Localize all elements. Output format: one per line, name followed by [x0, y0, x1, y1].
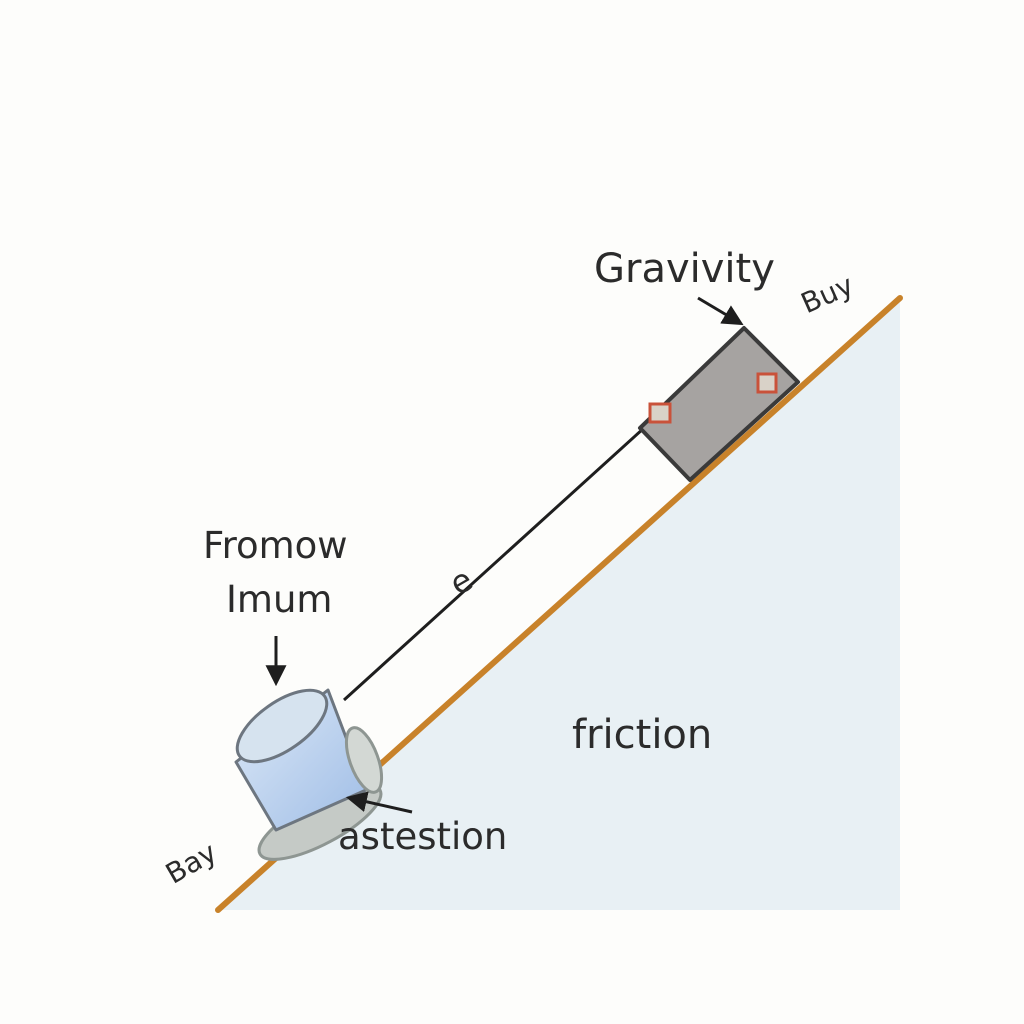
box-block: [638, 326, 800, 482]
gravity-label: Gravivity: [594, 246, 775, 292]
astestion-label: astestion: [338, 815, 508, 858]
box-marker-left: [648, 402, 672, 424]
rope: [342, 426, 646, 702]
box-marker-right: [756, 372, 778, 394]
imum-label: Imum: [226, 578, 333, 621]
fromow-label: Fromow: [203, 524, 348, 567]
gravity-arrow: [697, 296, 744, 326]
astestion-arrow: [345, 791, 413, 814]
friction-label: friction: [572, 712, 713, 758]
